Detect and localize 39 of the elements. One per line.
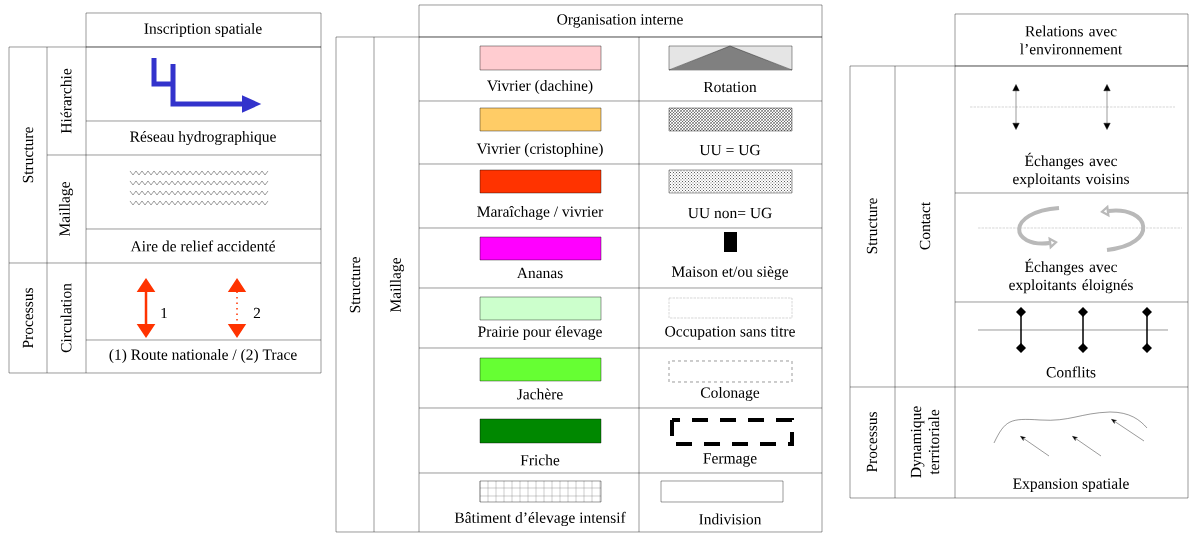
- legend-label: Aire de relief accidenté: [130, 240, 275, 252]
- legend-label: Maraîchage / vivrier: [477, 205, 604, 221]
- row-label: Circulation: [60, 283, 72, 353]
- legend-label: Vivrier (cristophine): [476, 142, 603, 157]
- legend-label: Échanges avec exploitants éloignés: [1009, 258, 1133, 294]
- legend-label: Prairie pour élevage: [478, 325, 602, 341]
- row-label: Dynamique territoriale: [910, 406, 940, 478]
- callout-number: 2: [253, 307, 260, 319]
- legend-label: Friche: [520, 454, 560, 466]
- legend-label: Vivrier (dachine): [487, 79, 593, 94]
- legend-label: (1) Route nationale / (2) Trace: [109, 348, 297, 363]
- legend-label: Fermage: [703, 453, 757, 467]
- row-label: Maillage: [58, 182, 74, 237]
- legend-label: Ananas: [516, 267, 563, 279]
- row-label: Processus: [22, 288, 34, 349]
- legend-label: Indivision: [699, 513, 762, 525]
- column-header: Inscription spatiale: [144, 22, 262, 37]
- legend-label: Maison et/ou siège: [671, 265, 788, 281]
- column-header: Organisation interne: [557, 14, 683, 28]
- legend-label: Bâtiment d’élevage intensif: [454, 511, 626, 527]
- legend-label: UU = UG: [699, 144, 761, 156]
- row-label: Contact: [919, 201, 931, 250]
- row-label: Maillage: [389, 258, 405, 313]
- row-label: Hiérarchie: [60, 68, 72, 134]
- legend-label: Expansion spatiale: [1013, 477, 1129, 492]
- callout-number: 1: [161, 307, 167, 319]
- row-label: Processus: [866, 412, 878, 473]
- legend-label: Occupation sans titre: [665, 326, 795, 340]
- column-header: Relations avec l’environnement: [1020, 25, 1123, 55]
- legend-label: UU non= UG: [688, 207, 772, 219]
- legend-label: Rotation: [703, 81, 757, 93]
- legend-label: Échanges avec exploitants voisins: [1013, 152, 1129, 188]
- legend-label: Réseau hydrographique: [130, 130, 276, 146]
- row-label: Structure: [22, 127, 34, 183]
- legend-label: Conflits: [1046, 366, 1096, 378]
- row-label: Structure: [866, 198, 878, 254]
- legend-label: Jachère: [517, 388, 563, 400]
- legend-label: Colonage: [700, 386, 760, 402]
- row-label: Structure: [349, 257, 361, 313]
